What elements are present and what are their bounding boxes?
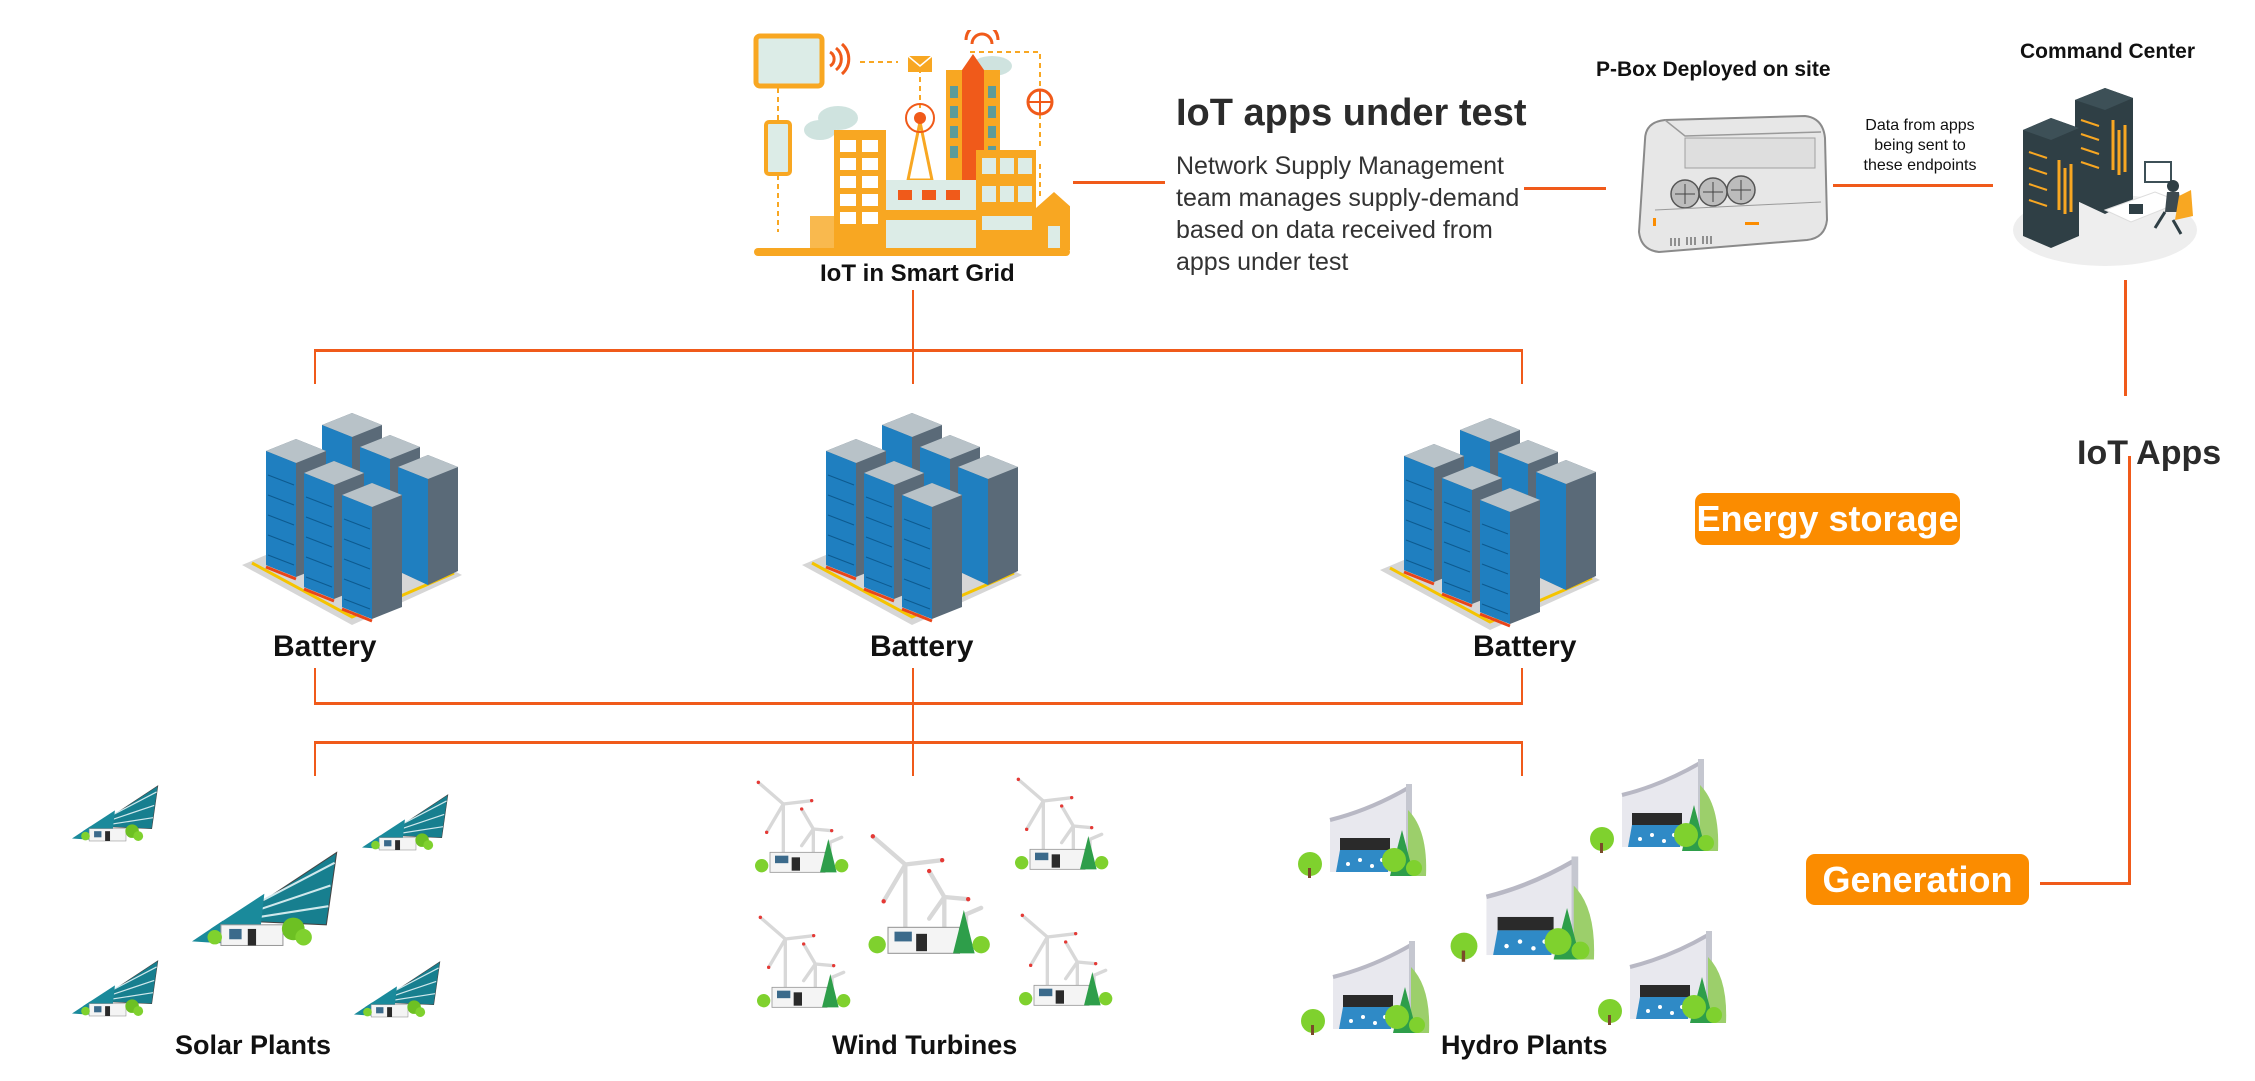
connector-smartgrid-to-apps (1073, 181, 1165, 184)
command-center-icon (2013, 88, 2197, 266)
hydro-plant-icon-1 (1290, 780, 1430, 880)
bracket-top-left (314, 349, 316, 384)
wind-turbine-icon-graphic (1015, 777, 1109, 870)
bracket-mid-horizontal (314, 702, 1523, 705)
hydro-plants-label: Hydro Plants (1441, 1030, 1608, 1060)
hydro-plant-icon-graphic (1450, 856, 1595, 962)
hydro-plant-icon-graphic (1298, 784, 1427, 878)
wind-turbine-icon-4 (752, 905, 852, 1023)
smart-grid-label: IoT in Smart Grid (820, 260, 1015, 287)
wind-turbines-label: Wind Turbines (832, 1030, 1018, 1060)
battery-label-2: Battery (870, 630, 974, 663)
solar-plant-icon-graphic (354, 961, 441, 1018)
wind-turbine-icon-1 (750, 770, 850, 888)
hydro-plant-icon-5 (1590, 927, 1730, 1027)
endpoint-note: Data from apps being sent to these endpo… (1850, 116, 1990, 176)
connector-apps-to-pbox (1524, 187, 1606, 190)
wind-turbine-icon-5 (1014, 903, 1114, 1021)
connector-pbox-to-command (1833, 184, 1993, 187)
hydro-plant-icon-3 (1440, 852, 1600, 964)
bracket-mid-left (314, 668, 316, 705)
wind-turbine-icon-2 (1010, 767, 1110, 885)
wind-turbine-icon-graphic (1019, 913, 1113, 1006)
pbox-hardware-icon (1637, 114, 1829, 254)
solar-plant-icon-graphic (192, 851, 338, 946)
endpoint-note-line-3: these endpoints (1863, 157, 1977, 174)
solar-plant-icon-graphic (72, 785, 159, 842)
hydro-plant-icon-2 (1582, 755, 1722, 855)
bracket-top-right (1521, 349, 1523, 384)
solar-plant-icon-1 (72, 782, 164, 846)
endpoint-note-line-1: Data from apps (1865, 117, 1975, 134)
wind-turbine-icon-graphic (755, 780, 849, 873)
solar-plant-icon-2 (362, 791, 454, 855)
bracket-top-horizontal (314, 349, 1523, 352)
wind-turbine-icon-graphic (868, 834, 990, 954)
wind-turbine-icon-graphic (757, 915, 851, 1008)
wind-turbine-icon-3 (862, 818, 992, 976)
battery-icon-1 (222, 395, 472, 635)
solar-plants-label: Solar Plants (175, 1030, 332, 1060)
hydro-plant-icon-graphic (1301, 941, 1430, 1035)
hydro-plant-icon-graphic (1598, 931, 1727, 1025)
smart-grid-illustration (750, 30, 1070, 260)
battery-icon-3 (1360, 400, 1610, 640)
bracket-mid-right (1521, 668, 1523, 705)
hydro-plant-icon-4 (1293, 937, 1433, 1037)
iot-apps-label: IoT Apps (2077, 434, 2222, 472)
battery-icon-graphic (1380, 418, 1600, 630)
solar-plant-icon-graphic (362, 794, 449, 851)
battery-label-1: Battery (273, 630, 377, 663)
energy-storage-badge: Energy storage (1695, 493, 1960, 545)
connector-smartgrid-stem (912, 290, 914, 384)
pbox-image (1625, 110, 1835, 255)
bracket-gen-right (1521, 741, 1523, 776)
connector-iotapps-to-generation-h (2040, 882, 2131, 885)
hydro-plant-icon-graphic (1590, 759, 1719, 853)
connector-iotapps-to-generation-v (2128, 456, 2131, 885)
command-center-image (2005, 80, 2205, 270)
bracket-gen-horizontal (314, 741, 1523, 744)
solar-plant-icon-4 (72, 957, 164, 1021)
generation-badge: Generation (1806, 854, 2029, 905)
pbox-label: P-Box Deployed on site (1596, 58, 1831, 81)
battery-icon-graphic (242, 413, 462, 625)
solar-plant-icon-3 (192, 845, 347, 955)
connector-command-to-iotapps (2124, 280, 2127, 396)
battery-icon-2 (782, 395, 1032, 635)
battery-label-3: Battery (1473, 630, 1577, 663)
apps-under-test-description: Network Supply Management team manages s… (1176, 152, 1520, 276)
apps-under-test-title: IoT apps under test (1176, 92, 1527, 134)
smart-city-icon (753, 30, 1070, 256)
command-center-label: Command Center (2020, 40, 2196, 63)
battery-icon-graphic (802, 413, 1022, 625)
bracket-gen-left (314, 741, 316, 776)
solar-plant-icon-5 (354, 958, 446, 1022)
endpoint-note-line-2: being sent to (1874, 137, 1966, 154)
solar-plant-icon-graphic (72, 960, 159, 1017)
bracket-mid-center (912, 668, 914, 776)
